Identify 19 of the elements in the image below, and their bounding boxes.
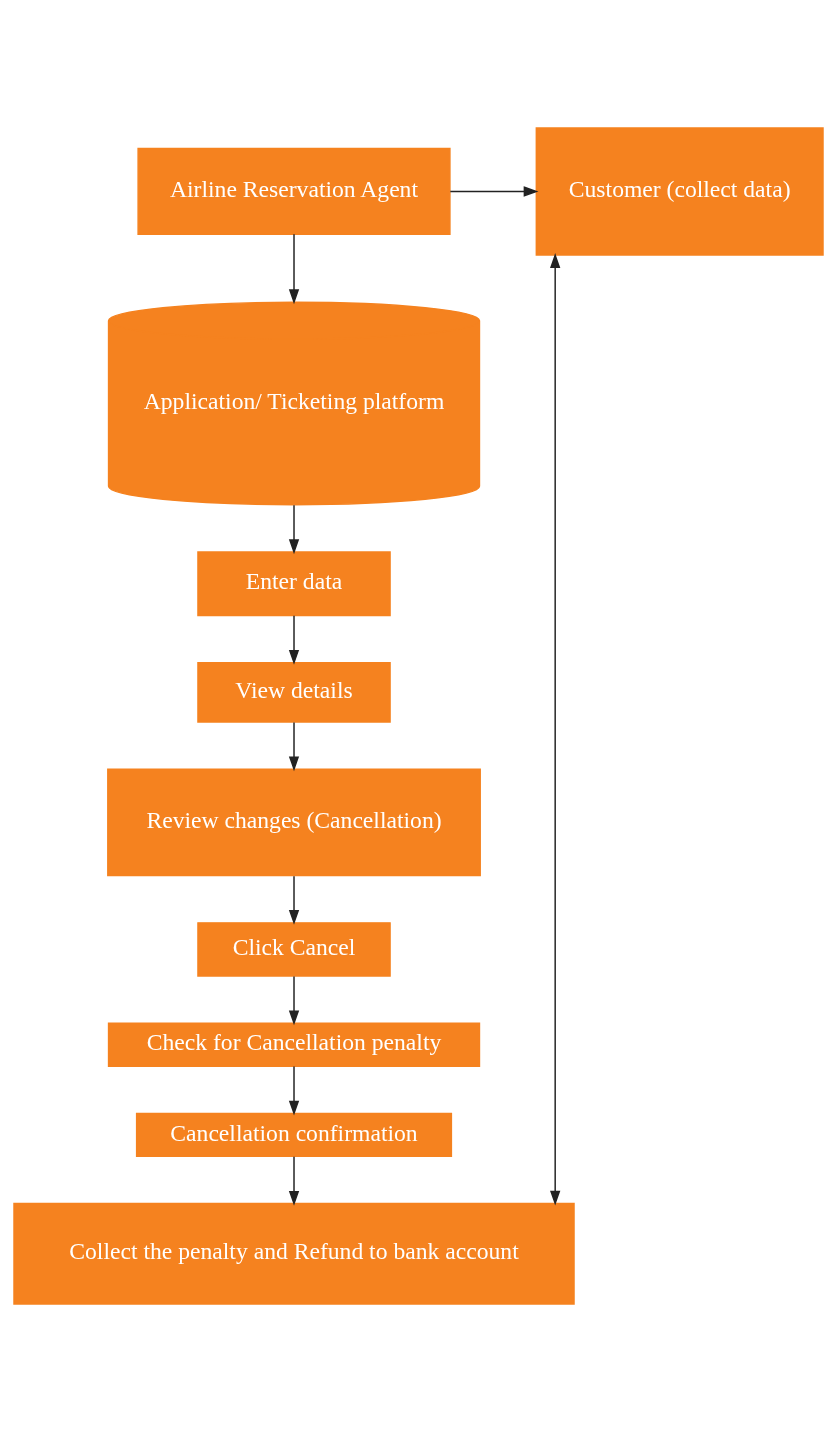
node-box: Airline Reservation Agent: [137, 147, 451, 235]
arrow: [288, 503, 300, 554]
arrow: [288, 975, 300, 1025]
node-box: Cancellation confirmation: [135, 1112, 453, 1157]
node-box: Collect the penalty and Refund to bank account: [13, 1202, 575, 1305]
node-box: View details: [197, 661, 391, 723]
arrow: [288, 721, 300, 771]
node-box: Check for Cancellation penalty: [107, 1022, 481, 1067]
arrow: [550, 252, 561, 1206]
node-box: Enter data: [197, 550, 391, 616]
arrow: [288, 233, 300, 304]
node-box: Review changes (Cancellation): [107, 767, 481, 876]
node-box: Click Cancel: [197, 921, 391, 977]
arrow: [288, 614, 300, 665]
arrow: [288, 1155, 300, 1206]
arrow: [288, 1065, 300, 1116]
node-box: Customer (collect data): [535, 126, 824, 256]
arrow: [288, 875, 300, 925]
arrow: [449, 185, 539, 197]
